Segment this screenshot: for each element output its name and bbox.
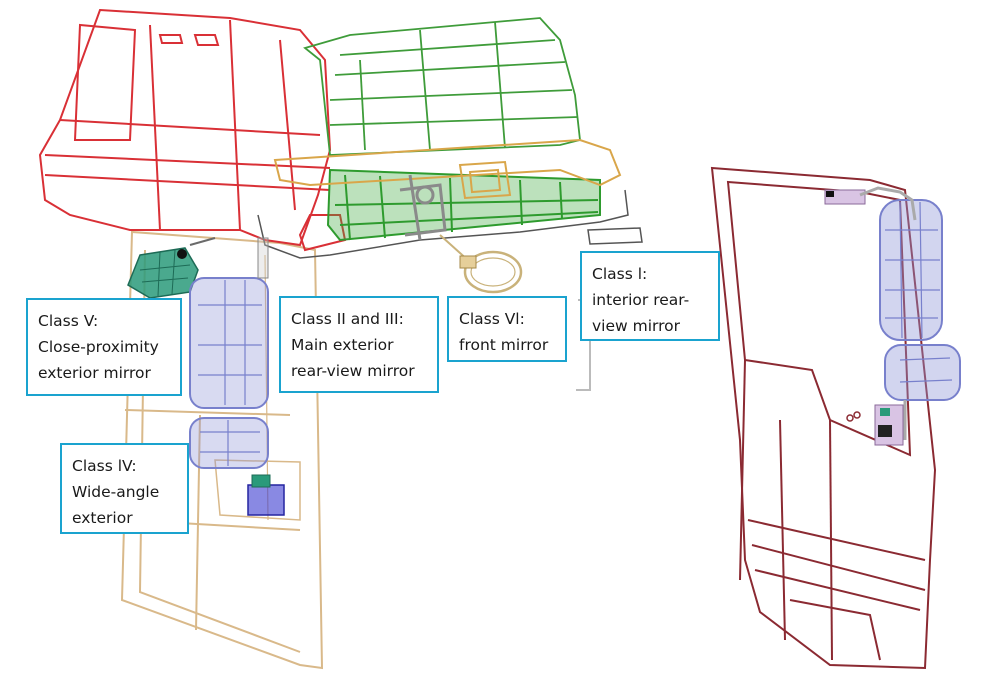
class-v-callout: Class V: Close-proximity exterior mirror	[26, 298, 182, 396]
class-ii-iii-callout: Class II and III: Main exterior rear-vie…	[279, 296, 439, 393]
class-i-line-2: interior rear-	[592, 291, 690, 309]
class-i-line-1: Class l:	[592, 265, 648, 283]
class-v-line-1: Class V:	[38, 312, 99, 330]
class-iv-line-3: exterior	[72, 509, 133, 527]
wide-angle-mirror	[189, 417, 269, 469]
mirror-motor-block	[247, 474, 285, 516]
cab-frame-structure	[326, 168, 601, 242]
cab-rear-outline	[38, 8, 347, 252]
class-i-callout: Class l: interior rear- view mirror	[580, 251, 720, 341]
dashboard-frame	[273, 138, 622, 200]
class-iv-callout: Class lV: Wide-angle exterior	[60, 443, 189, 534]
roof-outline	[303, 17, 581, 156]
class-vi-line-2: front mirror	[459, 336, 549, 354]
class-ii-iii-line-1: Class II and III:	[291, 310, 404, 328]
class-iv-line-2: Wide-angle	[72, 483, 160, 501]
class-i-line-3: view mirror	[592, 317, 681, 335]
class-ii-iii-line-3: rear-view mirror	[291, 362, 415, 380]
front-mirror	[439, 234, 523, 294]
class-iv-line-1: Class lV:	[72, 457, 137, 475]
class-vi-line-1: Class Vl:	[459, 310, 525, 328]
close-proximity-mirror	[127, 237, 216, 299]
class-v-line-2: Close-proximity	[38, 338, 159, 356]
right-mirror-mount	[824, 186, 917, 446]
steering-bracket	[399, 174, 447, 241]
class-ii-iii-line-2: Main exterior	[291, 336, 394, 354]
class-vi-callout: Class Vl: front mirror	[447, 296, 567, 362]
class-v-line-3: exterior mirror	[38, 364, 151, 382]
right-main-mirror	[879, 199, 961, 401]
main-exterior-mirror	[189, 237, 269, 409]
